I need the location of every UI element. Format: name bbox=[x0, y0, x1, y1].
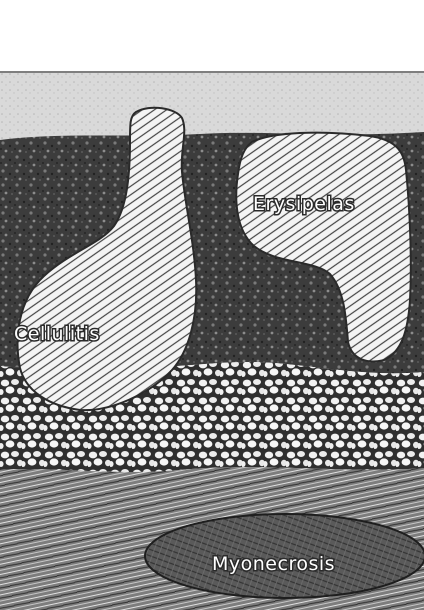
top-margin bbox=[0, 0, 424, 72]
erysipelas-label: Erysipelas bbox=[253, 193, 355, 215]
cellulitis-label: Cellulitis bbox=[14, 323, 100, 345]
myonecrosis-label: Myonecrosis bbox=[212, 553, 335, 575]
